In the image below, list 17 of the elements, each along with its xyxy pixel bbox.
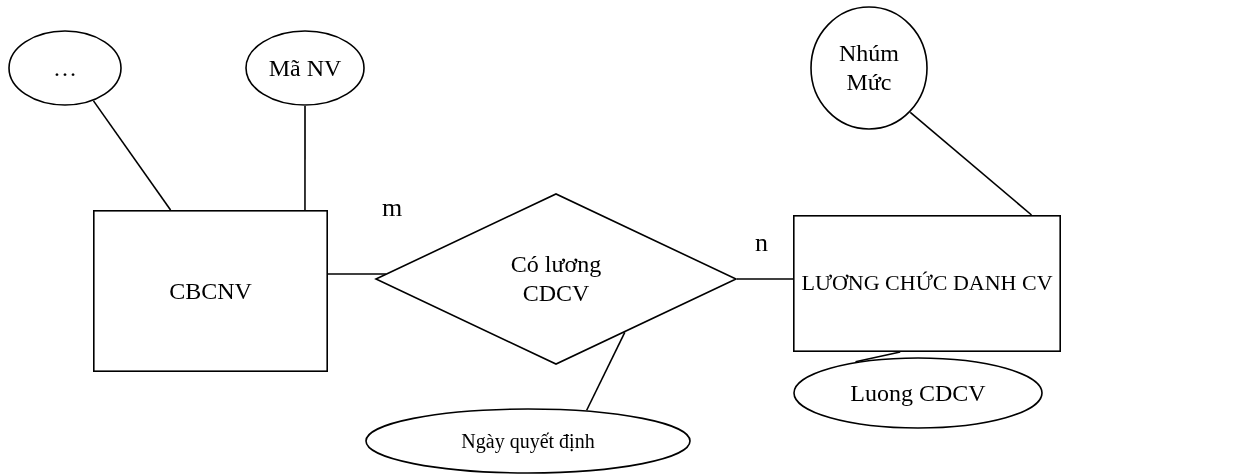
node-label: Luong CDCV: [850, 378, 986, 408]
node-label: Mã NV: [268, 53, 342, 83]
node-label: Có lương CDCV: [509, 250, 603, 308]
node-label: …: [53, 53, 77, 83]
node-label: CBCNV: [169, 276, 252, 306]
connector-line: [854, 351, 901, 363]
connector-line: [585, 331, 626, 412]
connector-line: [736, 278, 794, 280]
connector-line: [304, 105, 306, 211]
cardinality-label: n: [755, 228, 768, 258]
cardinality-label: m: [382, 193, 403, 223]
node-label: LƯƠNG CHỨC DANH CV: [801, 270, 1053, 297]
connector-line: [92, 100, 172, 211]
connector-line: [909, 111, 1033, 216]
node-label: Nhúm Mức: [838, 39, 900, 97]
node-label: Ngày quyết định: [461, 429, 595, 453]
connector-line: [327, 273, 387, 275]
